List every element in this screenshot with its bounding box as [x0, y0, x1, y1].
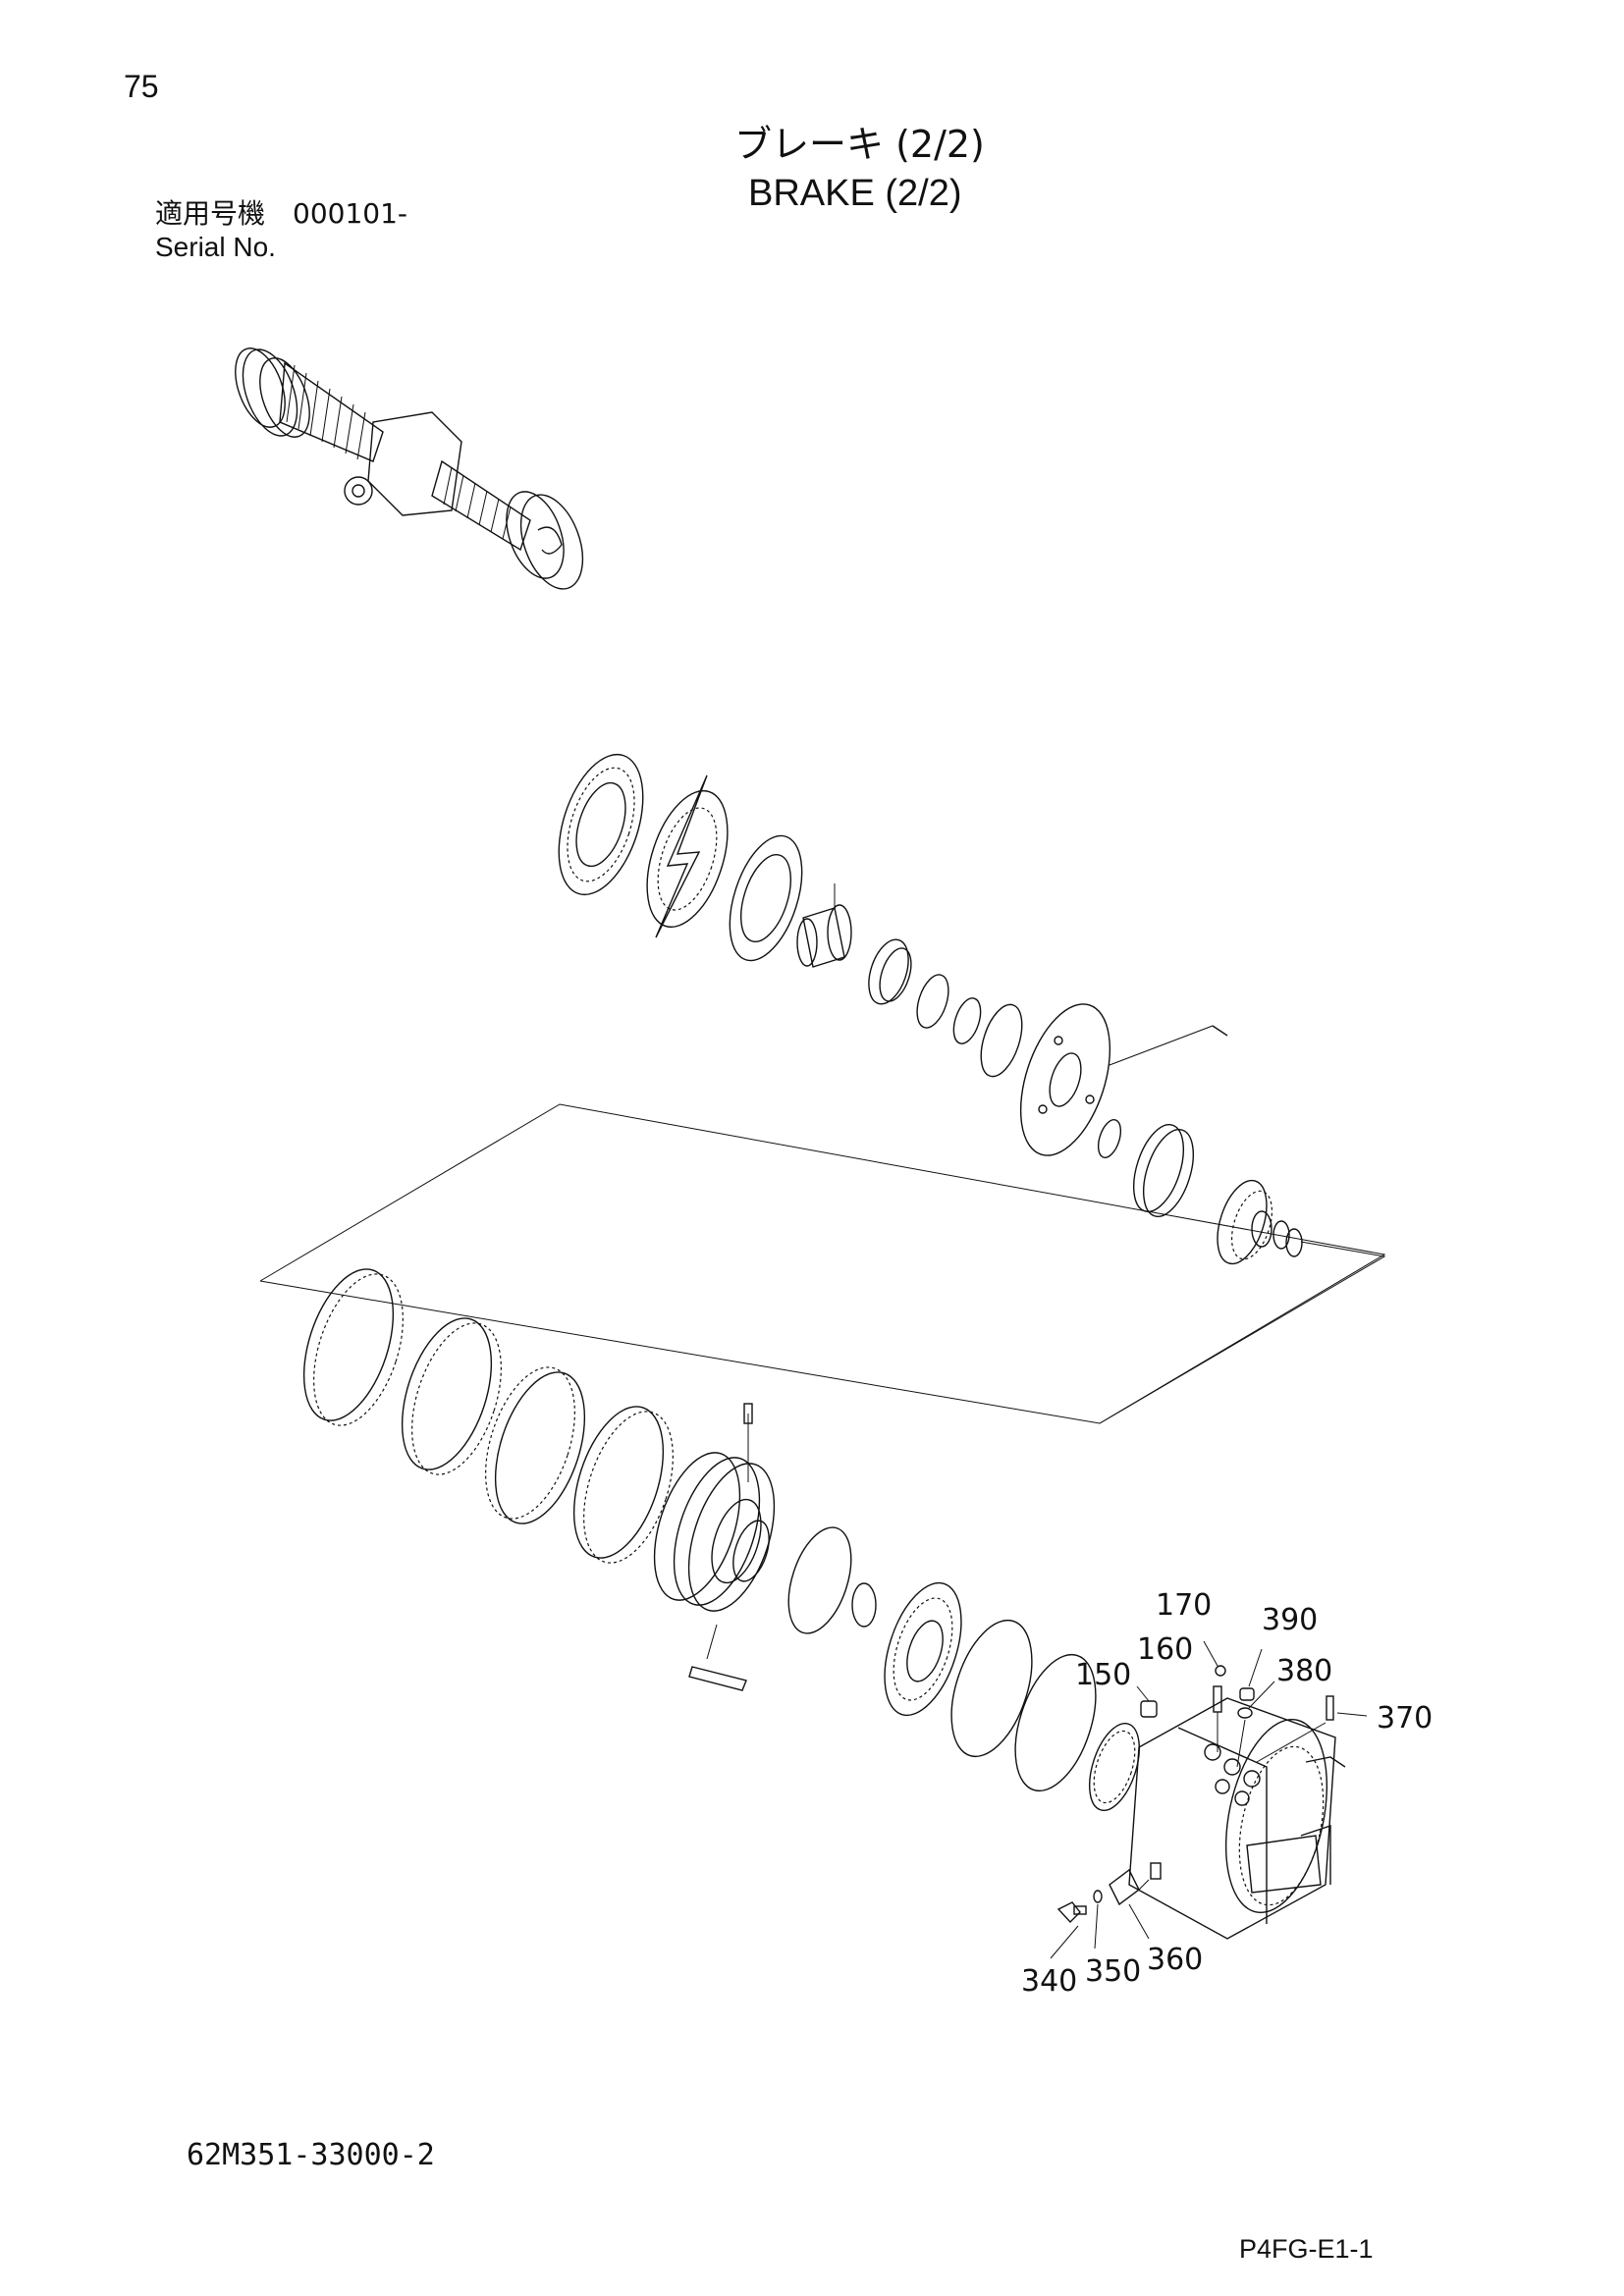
serial-applicable-label: 適用号機 000101-: [155, 197, 407, 230]
page-code: P4FG-E1-1: [1239, 2234, 1374, 2264]
small-fittings: [1050, 1640, 1368, 1959]
assembly-guide-line: [259, 1103, 1386, 1424]
callout-370: 370: [1377, 1701, 1433, 1735]
brake-housing: [1128, 1697, 1346, 1940]
page-title: BRAKE (2/2): [748, 173, 962, 214]
callout-labels: 150 160 170 340 350 360 370 380 390: [1021, 1588, 1433, 1999]
callout-360: 360: [1147, 1943, 1203, 1977]
page-number: 75: [124, 69, 159, 104]
callout-380: 380: [1276, 1654, 1332, 1688]
page-title-japanese: ブレーキ (2/2): [734, 123, 985, 166]
callout-160: 160: [1137, 1632, 1193, 1667]
callout-350: 350: [1085, 1954, 1141, 1989]
callout-150: 150: [1075, 1658, 1131, 1692]
serial-number-label: Serial No.: [155, 232, 276, 262]
drawing-number: 62M351-33000-2: [187, 2138, 435, 2172]
callout-340: 340: [1021, 1964, 1077, 1999]
lower-brake-components: [302, 1268, 1140, 1811]
upper-brake-components: [558, 753, 1386, 1424]
callout-390: 390: [1262, 1603, 1318, 1637]
axle-assembly-thumbnail: [235, 347, 584, 590]
callout-170: 170: [1156, 1588, 1212, 1623]
